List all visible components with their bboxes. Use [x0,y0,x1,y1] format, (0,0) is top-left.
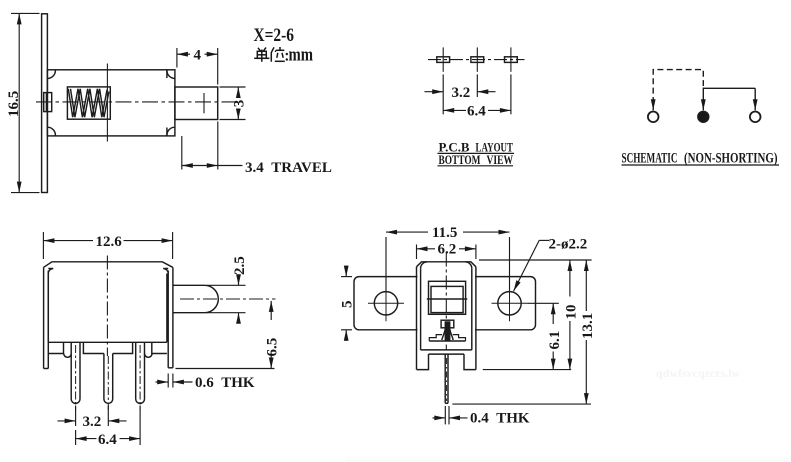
svg-text:4: 4 [194,47,202,63]
svg-text:0.6 THK: 0.6 THK [195,375,255,391]
svg-text:2-ø2.2: 2-ø2.2 [549,236,588,252]
svg-text:13.1: 13.1 [580,313,596,339]
svg-text:VIEW: VIEW [487,153,514,167]
svg-text:0.4 THK: 0.4 THK [470,410,530,426]
svg-text:2.5: 2.5 [232,256,248,275]
svg-text:BOTTOM: BOTTOM [439,153,481,167]
svg-text:mm: mm [289,44,314,65]
svg-text:3.4 TRAVEL: 3.4 TRAVEL [245,160,332,176]
svg-text:6.4: 6.4 [467,104,486,120]
svg-text:5: 5 [340,301,356,309]
svg-text:LAYOUT: LAYOUT [476,141,514,155]
svg-text:6.4: 6.4 [98,432,117,448]
svg-text:P.C.B: P.C.B [439,141,470,155]
svg-text:qdwfsvcqzcrs.lw: qdwfsvcqzcrs.lw [656,366,741,380]
svg-text:6.2: 6.2 [438,242,457,258]
svg-text:12.6: 12.6 [96,234,123,250]
svg-text:3.2: 3.2 [83,414,102,430]
svg-text:6.1: 6.1 [547,331,563,350]
svg-text:3: 3 [231,100,247,108]
svg-text:10: 10 [564,305,580,320]
svg-text:X=2-6: X=2-6 [254,25,295,46]
svg-text:11.5: 11.5 [432,225,457,241]
svg-text:SCHEMATIC: SCHEMATIC [622,151,678,167]
svg-text:3.2: 3.2 [452,85,471,101]
svg-text:16.5: 16.5 [6,91,22,117]
svg-text:6.5: 6.5 [265,338,281,357]
svg-text:(NON-SHORTING): (NON-SHORTING) [684,151,778,167]
